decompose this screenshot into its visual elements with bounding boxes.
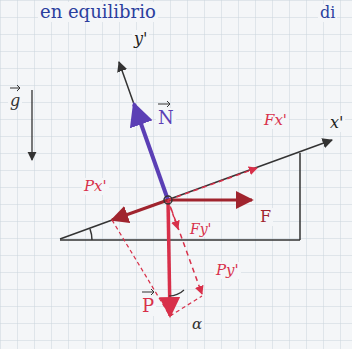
vector-label: en equilibrio [38,2,158,22]
gravity-arrow [31,90,32,160]
weight-vector [168,200,170,316]
incline [60,153,300,240]
body-point [164,196,172,204]
fx-vector [168,168,257,200]
y-axis [119,62,168,200]
angle-arc [169,290,184,296]
vector-label: P [140,296,156,316]
vector-label: g [8,92,22,110]
vector-label: Py' [214,262,241,279]
projection-line [112,220,170,316]
py-vector [168,200,202,294]
vector-label: x' [328,114,345,132]
vector-label: F [258,208,273,226]
projection-line [170,296,202,316]
vector-label: α [190,316,204,333]
vector-label: N [156,108,176,128]
vector-label: y' [132,30,149,48]
vector-overarrows [10,85,170,295]
force-vector [168,199,252,202]
vector-label: Fy' [188,222,213,237]
x-axis [60,140,332,239]
vector-label: Fx' [262,112,289,129]
vector-label: di [318,4,337,22]
vector-label: Px' [82,178,109,195]
px-vector [112,200,168,220]
